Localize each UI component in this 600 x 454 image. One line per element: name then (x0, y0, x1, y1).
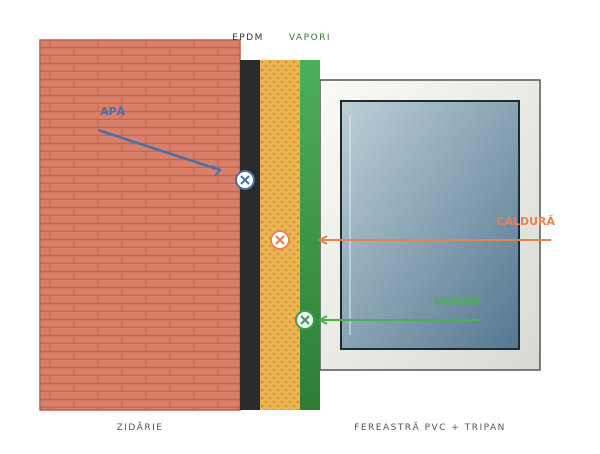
vapor-membrane-layer (300, 60, 320, 410)
heat-arrow-head (317, 235, 328, 245)
vapor-layer-label: VAPORI (289, 33, 331, 43)
heat-blocked-icon (270, 230, 290, 250)
vapor-arrow-head (317, 315, 328, 325)
vapor-blocked-icon (295, 310, 315, 330)
epdm-label: EPDM (232, 33, 264, 43)
water-label: APĂ (100, 105, 126, 118)
heat-label: CĂLDURĂ (496, 215, 555, 228)
water-blocked-icon (235, 170, 255, 190)
masonry-label: ZIDĂRIE (117, 421, 164, 433)
water-arrow-head (211, 165, 222, 177)
water-arrow (97, 128, 221, 172)
vapor-arrow-label: VAPORI (434, 295, 480, 308)
epdm-layer (240, 60, 260, 410)
window-glass (340, 100, 520, 350)
window-label: FEREASTRĂ PVC + TRIPAN (354, 421, 506, 433)
masonry-wall (39, 39, 241, 411)
